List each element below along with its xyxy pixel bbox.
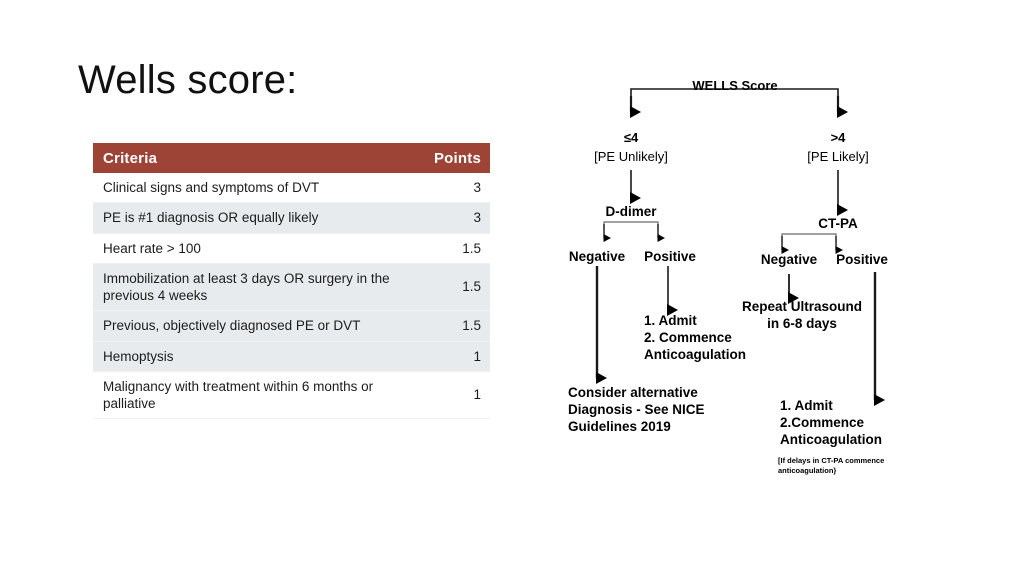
- outcome-line: Anticoagulation: [644, 347, 746, 362]
- table-row: Previous, objectively diagnosed PE or DV…: [93, 310, 490, 342]
- table-row: Malignancy with treatment within 6 month…: [93, 371, 490, 420]
- cell-criteria: Hemoptysis: [93, 341, 407, 372]
- cell-points: 1: [407, 341, 490, 372]
- column-header-criteria: Criteria: [93, 143, 407, 173]
- flowchart-connectors: [595, 88, 885, 406]
- branch-left-negative-outcome: Consider alternative Diagnosis - See NIC…: [568, 384, 705, 435]
- connector-ctpa-split: [781, 233, 837, 242]
- branch-right-negative-label: Negative: [760, 252, 818, 267]
- branch-left-negative-label: Negative: [568, 249, 626, 264]
- table-body: Clinical signs and symptoms of DVT 3 PE …: [93, 173, 490, 420]
- table-row: Heart rate > 100 1.5: [93, 233, 490, 264]
- connector-ddimer-split: [603, 221, 659, 230]
- branch-right-positive-outcome: 1. Admit 2.Commence Anticoagulation: [780, 397, 882, 448]
- outcome-line: Diagnosis - See NICE: [568, 402, 705, 417]
- outcome-line: Guidelines 2019: [568, 419, 671, 434]
- cell-criteria: Malignancy with treatment within 6 month…: [93, 371, 407, 420]
- cell-criteria: Previous, objectively diagnosed PE or DV…: [93, 310, 407, 342]
- outcome-line: Anticoagulation: [780, 432, 882, 447]
- outcome-line: Repeat Ultrasound: [741, 299, 863, 314]
- branch-left-positive-outcome: 1. Admit 2. Commence Anticoagulation: [644, 312, 746, 363]
- cell-points: 1.5: [407, 233, 490, 264]
- footnote-line: anticoagulation}: [778, 466, 837, 476]
- cell-points: 3: [407, 202, 490, 234]
- branch-right-score: >4: [830, 130, 846, 145]
- branch-left-positive-label: Positive: [644, 249, 696, 264]
- cell-points: 1.5: [407, 310, 490, 342]
- outcome-line: 1. Admit: [780, 398, 833, 413]
- wells-score-flowchart: WELLS Score ≤4 [PE Unlikely] D-dimer Neg…: [540, 60, 1010, 510]
- connector-root-split: [630, 88, 839, 101]
- cell-criteria: Clinical signs and symptoms of DVT: [93, 173, 407, 204]
- wells-criteria-table: Criteria Points Clinical signs and sympt…: [93, 143, 490, 420]
- outcome-line: in 6-8 days: [767, 316, 837, 331]
- table-row: PE is #1 diagnosis OR equally likely 3: [93, 202, 490, 234]
- table-row: Clinical signs and symptoms of DVT 3: [93, 173, 490, 204]
- table-header-row: Criteria Points: [93, 143, 490, 173]
- footnote-line: [If delays in CT-PA commence: [778, 456, 885, 465]
- outcome-line: 2. Commence: [644, 330, 732, 345]
- branch-right-positive-label: Positive: [836, 252, 888, 267]
- cell-points: 1: [407, 371, 490, 420]
- table-header: Criteria Points: [93, 143, 490, 173]
- outcome-line: Consider alternative: [568, 385, 698, 400]
- cell-points: 3: [407, 173, 490, 204]
- branch-right-negative-outcome: Repeat Ultrasound in 6-8 days: [742, 298, 862, 332]
- flowchart-root-label: WELLS Score: [692, 78, 778, 93]
- cell-criteria: Immobilization at least 3 days OR surger…: [93, 263, 407, 312]
- table-row: Hemoptysis 1: [93, 341, 490, 372]
- page-title: Wells score:: [78, 58, 298, 102]
- cell-points: 1.5: [407, 263, 490, 312]
- branch-right-likelihood: [PE Likely]: [807, 149, 869, 164]
- outcome-line: 1. Admit: [644, 313, 697, 328]
- branch-left-test: D-dimer: [605, 204, 657, 219]
- outcome-line: 2.Commence: [780, 415, 865, 430]
- branch-left-likelihood: [PE Unlikely]: [594, 149, 668, 164]
- branch-right-footnote: [If delays in CT-PA commence anticoagula…: [778, 456, 884, 476]
- cell-criteria: Heart rate > 100: [93, 233, 407, 264]
- branch-left-score: ≤4: [623, 130, 639, 145]
- cell-criteria: PE is #1 diagnosis OR equally likely: [93, 202, 407, 234]
- column-header-points: Points: [407, 143, 490, 173]
- branch-right-test: CT-PA: [818, 216, 858, 231]
- table-row: Immobilization at least 3 days OR surger…: [93, 263, 490, 312]
